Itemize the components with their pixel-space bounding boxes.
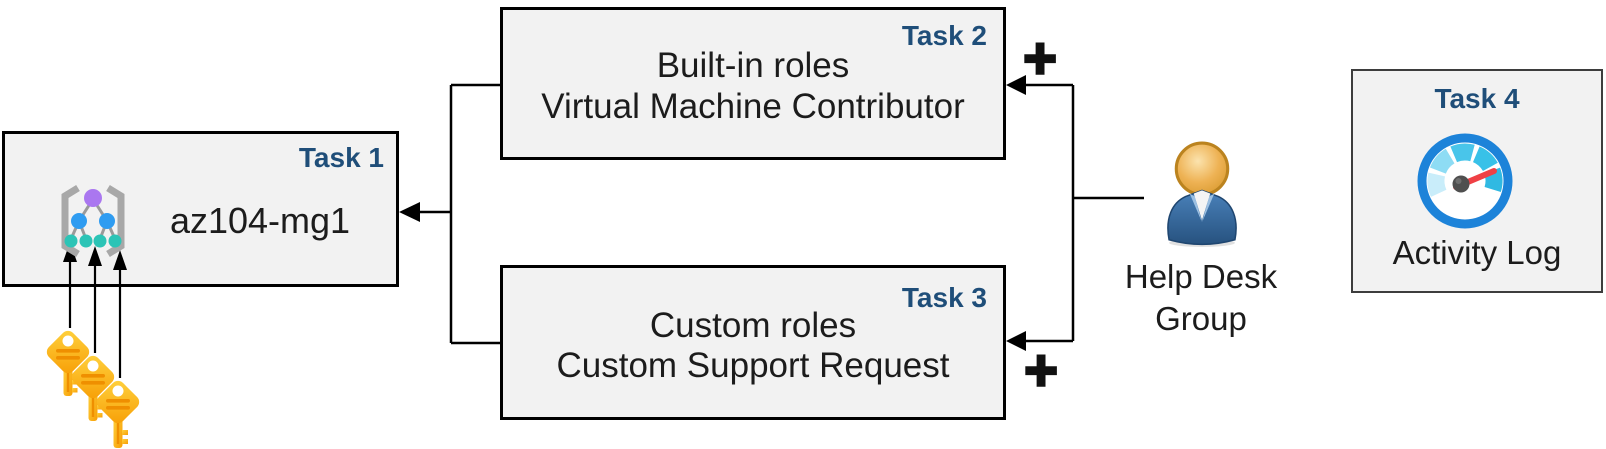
person-lapel-right [1202,193,1215,223]
task3-line2: Custom Support Request [556,346,950,385]
gauge-hub-highlight [1455,178,1462,184]
task4-box: Task 4 Activity Log [1351,69,1603,293]
key-icon-2 [71,355,115,421]
task3-badge: Task 3 [901,282,987,313]
child-node-left [71,213,87,229]
root-node [84,189,102,207]
activity-log-gauge-icon [1417,133,1513,229]
task3-line1: Custom roles [649,306,857,345]
task1-title: az104-mg1 [169,200,351,241]
task4-badge: Task 4 [1434,83,1520,114]
task2-box: Task 2 Built-in roles Virtual Machine Co… [500,7,1006,160]
gauge-segments [1427,143,1503,197]
child-node-right [99,213,115,229]
key-icon-3 [96,380,140,448]
person-lapel-left [1189,193,1202,223]
plus-sign-task3: + [1023,338,1059,403]
gauge-hub [1452,175,1470,193]
user-person-icon [1167,141,1237,247]
task2-line2: Virtual Machine Contributor [541,87,965,126]
task3-box: Task 3 Custom roles Custom Support Reque… [500,265,1006,420]
help-desk-group-label: Help Desk Group [1124,258,1278,338]
arrowhead-into-task3 [1006,331,1026,351]
management-group-icon [61,185,125,257]
task4-title: Activity Log [1392,234,1562,271]
task1-badge: Task 1 [298,142,384,173]
person-collar [1193,190,1211,221]
task2-line1: Built-in roles [656,46,850,85]
task2-badge: Task 2 [901,20,987,51]
arrowhead-into-task1 [399,202,420,222]
person-head [1174,141,1230,197]
plus-sign-task2: + [1022,26,1058,91]
leaf-nodes [64,234,122,248]
left-bracket-connector [420,83,503,345]
access-keys-icon [46,330,140,448]
